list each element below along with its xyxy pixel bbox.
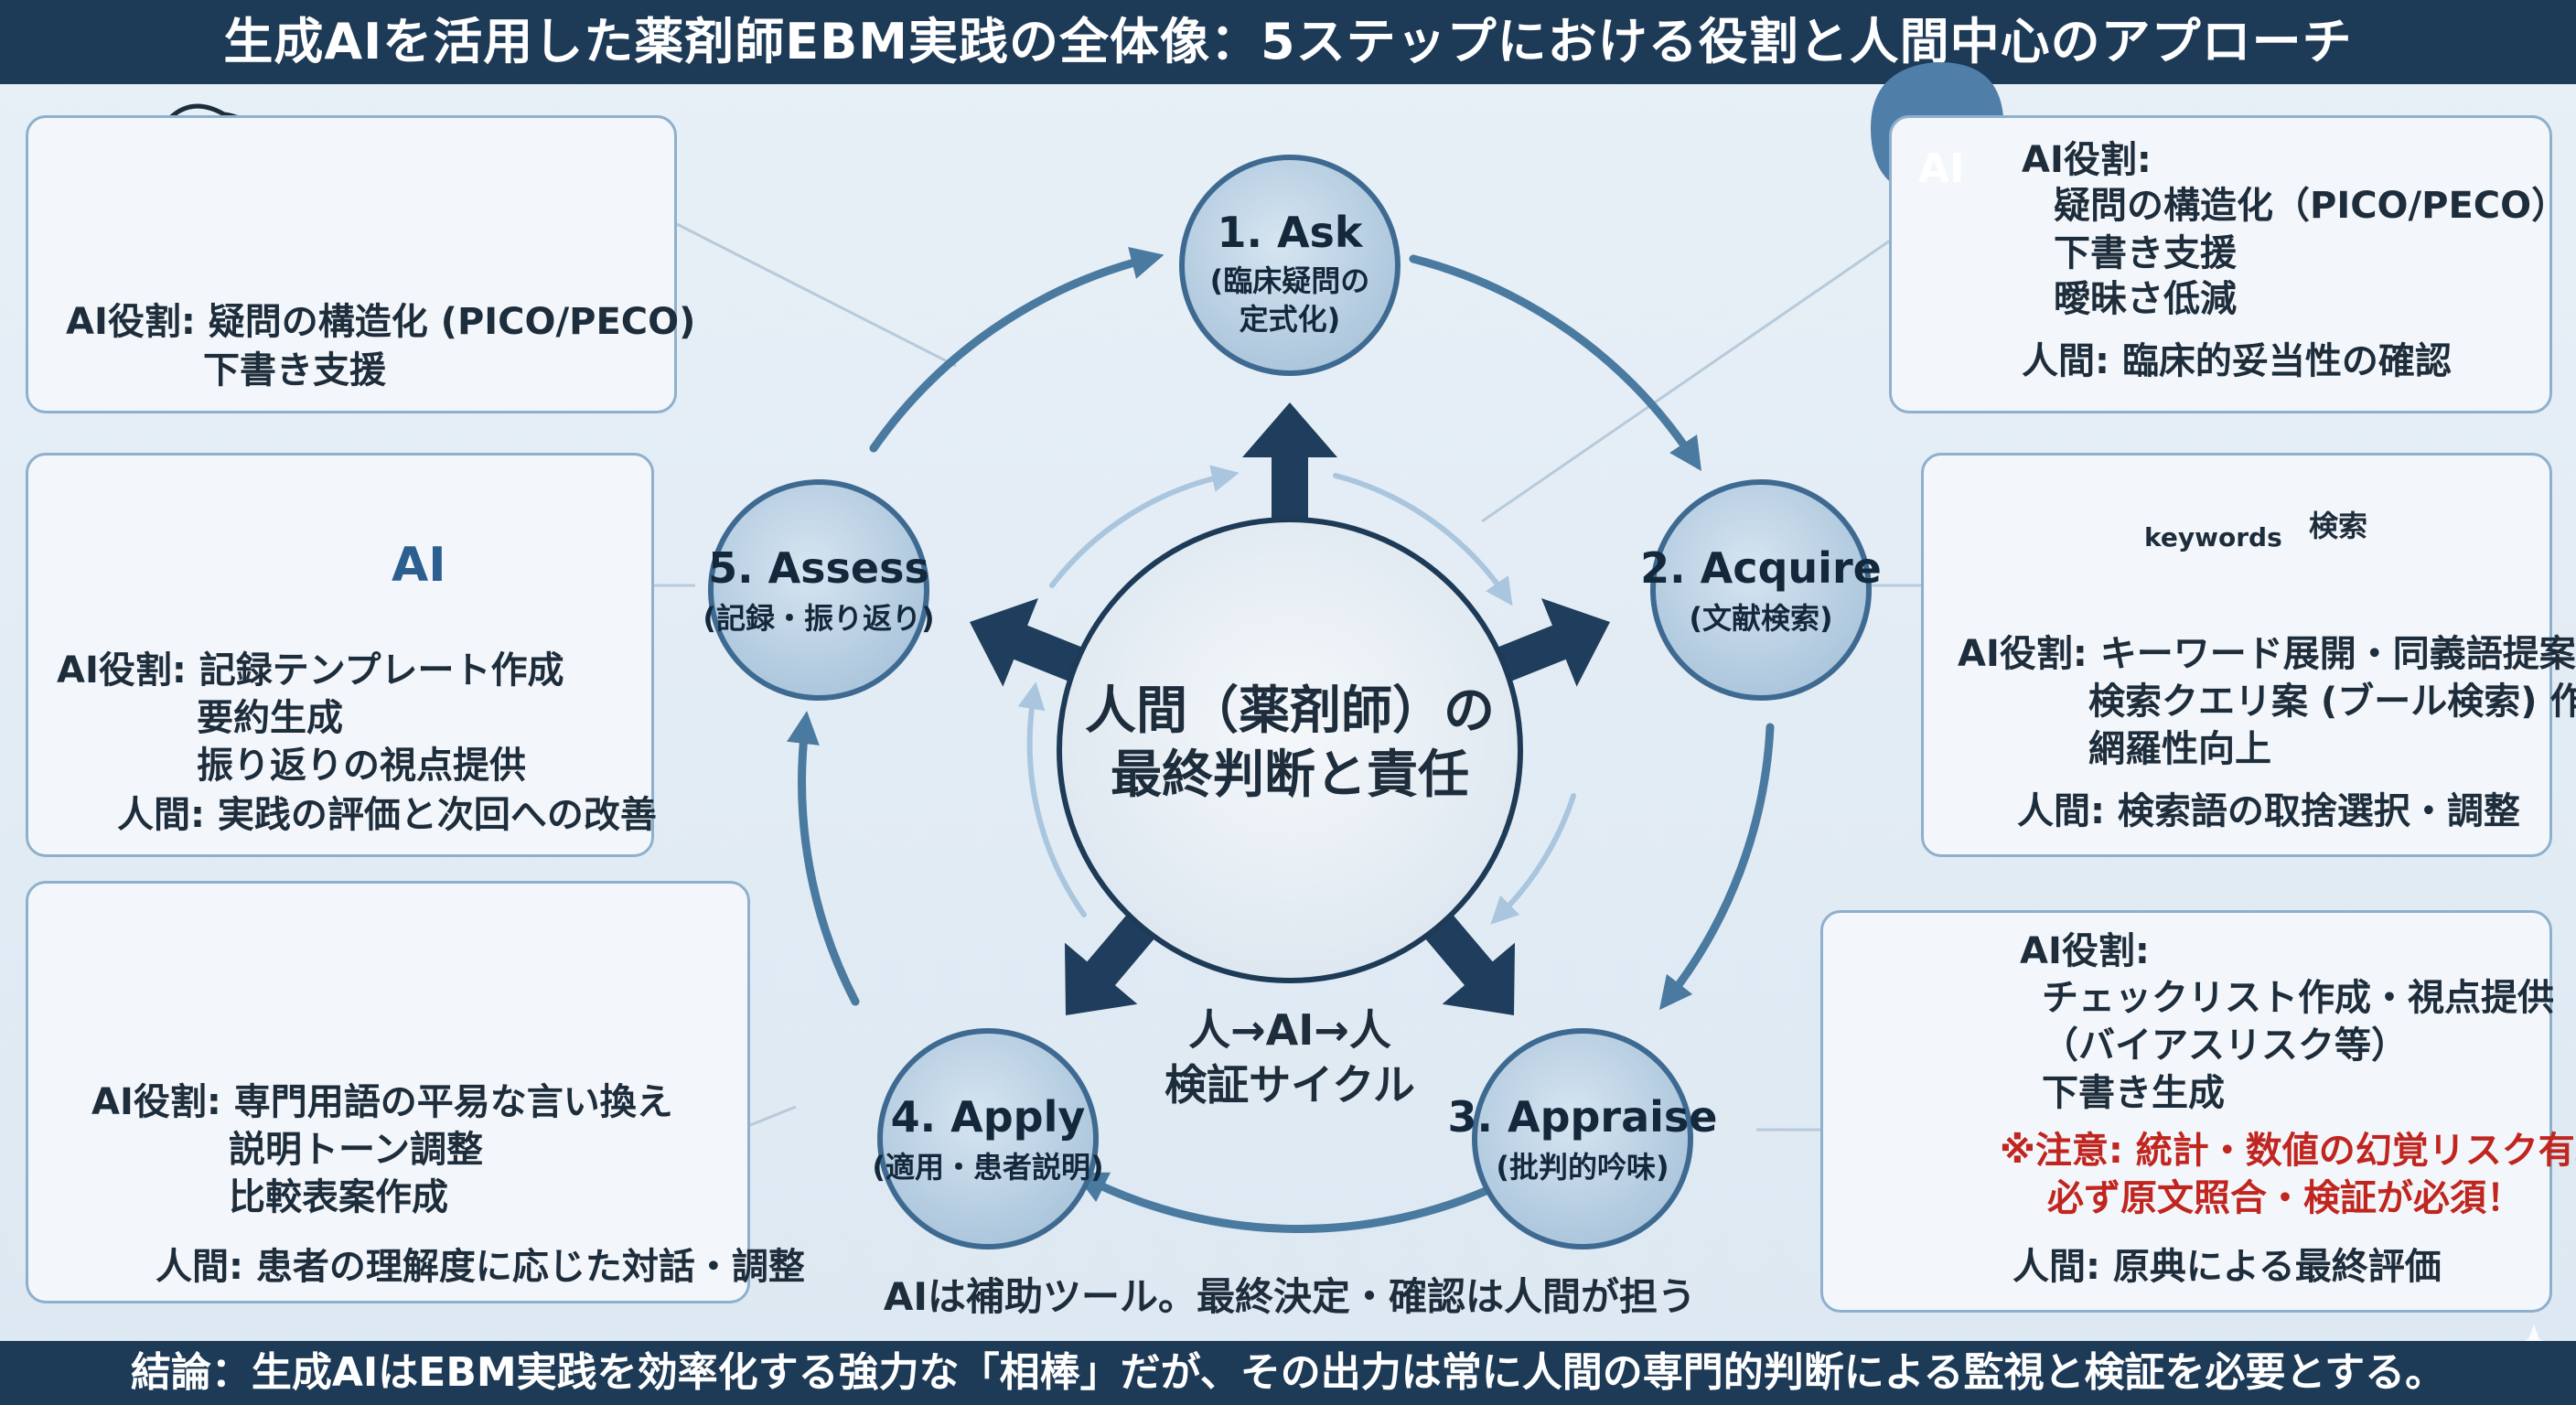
panel-ask-left bbox=[26, 115, 677, 413]
node-5 bbox=[708, 479, 929, 701]
ask-right-line-1: 疑問の構造化（PICO/PECO） bbox=[2054, 185, 2569, 227]
acquire-line-1: AI役割: キーワード展開・同義語提案 bbox=[1958, 633, 2576, 675]
node-title-5: 5. Assess bbox=[708, 543, 929, 593]
center-circle bbox=[1057, 517, 1523, 983]
acquire-keywords-tag: keywords bbox=[2144, 522, 2282, 552]
cycle-label-line-1: 人→AI→人 bbox=[1188, 1005, 1391, 1055]
node-3 bbox=[1472, 1028, 1693, 1249]
appraise-warning-1: ※注意: 統計・数値の幻覚リスク有。 bbox=[2000, 1130, 2576, 1172]
apply-line-1: AI役割: 専門用語の平易な言い換え bbox=[91, 1081, 673, 1123]
inner-cycle-arrows bbox=[1017, 465, 1576, 925]
assess-line-1: AI役割: 記録テンプレート作成 bbox=[57, 649, 564, 692]
spoke-arrow-2 bbox=[1478, 598, 1610, 690]
ask-right-human: 人間: 臨床的妥当性の確認 bbox=[2022, 340, 2452, 382]
panel-ask-right bbox=[1889, 115, 2552, 413]
appraise-line-3: 下書き生成 bbox=[2042, 1072, 2225, 1114]
appraise-line-1: チェックリスト作成・視点提供 bbox=[2042, 977, 2554, 1019]
assess-ai-badge: AI bbox=[392, 538, 446, 593]
title-bar: 生成AIを活用した薬剤師EBM実践の全体像：5ステップにおける役割と人間中心のア… bbox=[0, 0, 2576, 84]
node-sub-3: (批判的吟味) bbox=[1496, 1150, 1669, 1185]
center-line-1: 人間（薬剤師）の bbox=[1085, 681, 1495, 741]
apply-line-3: 比較表案作成 bbox=[229, 1176, 448, 1218]
node-2 bbox=[1650, 479, 1872, 701]
ask-right-ai-badge: AI bbox=[1918, 145, 1965, 192]
node-title-4: 4. Apply bbox=[891, 1092, 1086, 1142]
panel-connectors bbox=[654, 222, 1921, 1132]
cycle-label-line-2: 検証サイクル bbox=[1165, 1060, 1415, 1110]
ask-left-line-2: 下書き支援 bbox=[203, 349, 386, 391]
conclusion-bar: 結論：生成AIはEBM実践を効率化する強力な「相棒」だが、その出力は常に人間の専… bbox=[0, 1341, 2576, 1405]
panel-assess bbox=[26, 453, 654, 857]
node-title-2: 2. Acquire bbox=[1640, 543, 1882, 593]
node-sub-2: (文献検索) bbox=[1689, 601, 1832, 636]
appraise-heading: AI役割: bbox=[2020, 930, 2150, 972]
arrow-appraise-to-apply bbox=[1073, 1172, 1505, 1234]
appraise-line-2: （バイアスリスク等） bbox=[2042, 1024, 2408, 1067]
arrow-apply-to-assess bbox=[787, 711, 860, 1006]
node-title-1: 1. Ask bbox=[1217, 208, 1363, 257]
ask-right-heading: AI役割: bbox=[2022, 139, 2152, 181]
panel-acquire bbox=[1921, 453, 2552, 857]
acquire-line-2: 検索クエリ案 (ブール検索) 作成 bbox=[2088, 681, 2576, 723]
panel-apply bbox=[26, 881, 750, 1303]
ask-right-line-3: 曖昧さ低減 bbox=[2054, 278, 2237, 320]
panel-appraise bbox=[1820, 910, 2552, 1313]
apply-human: 人間: 患者の理解度に応じた対話・調整 bbox=[156, 1246, 805, 1288]
center-line-2: 最終判断と責任 bbox=[1111, 745, 1469, 805]
arrow-acquire-to-appraise bbox=[1658, 723, 1775, 1011]
connector-apply bbox=[749, 1105, 797, 1127]
appraise-warning-2: 必ず原文照合・検証が必須！ bbox=[2047, 1177, 2523, 1219]
arrow-ask-to-acquire bbox=[1409, 254, 1701, 471]
node-sub-5: (記録・振り返り) bbox=[703, 601, 934, 636]
arrow-assess-to-ask bbox=[869, 246, 1165, 453]
appraise-human: 人間: 原典による最終評価 bbox=[2012, 1246, 2442, 1288]
acquire-search-tag: 検索 bbox=[2309, 509, 2368, 543]
assess-human: 人間: 実践の評価と次回への改善 bbox=[117, 794, 657, 836]
node-sub-4: (適用・患者説明) bbox=[872, 1150, 1103, 1185]
node-sub2-1: 定式化) bbox=[1240, 302, 1341, 337]
ask-left-line-1: AI役割: 疑問の構造化 (PICO/PECO) bbox=[66, 301, 696, 343]
assess-line-3: 振り返りの視点提供 bbox=[197, 745, 526, 787]
assess-line-2: 要約生成 bbox=[197, 697, 343, 739]
connector-ask-right bbox=[1481, 227, 1908, 523]
node-title-3: 3. Appraise bbox=[1447, 1092, 1717, 1142]
spoke-arrow-5 bbox=[970, 598, 1101, 690]
acquire-human: 人間: 検索語の取捨選択・調整 bbox=[2017, 790, 2520, 832]
ask-right-line-2: 下書き支援 bbox=[2054, 232, 2237, 274]
outer-cycle-arrows bbox=[787, 246, 1775, 1234]
connector-ask-left bbox=[676, 222, 957, 368]
acquire-line-3: 網羅性向上 bbox=[2088, 728, 2271, 770]
footer-note: AIは補助ツール。最終決定・確認は人間が担う bbox=[883, 1274, 1697, 1319]
node-4 bbox=[877, 1028, 1099, 1249]
spoke-arrow-1 bbox=[1242, 402, 1337, 540]
node-sub-1: (臨床疑問の bbox=[1210, 263, 1370, 298]
node-1 bbox=[1179, 155, 1401, 376]
apply-line-2: 説明トーン調整 bbox=[229, 1129, 483, 1171]
